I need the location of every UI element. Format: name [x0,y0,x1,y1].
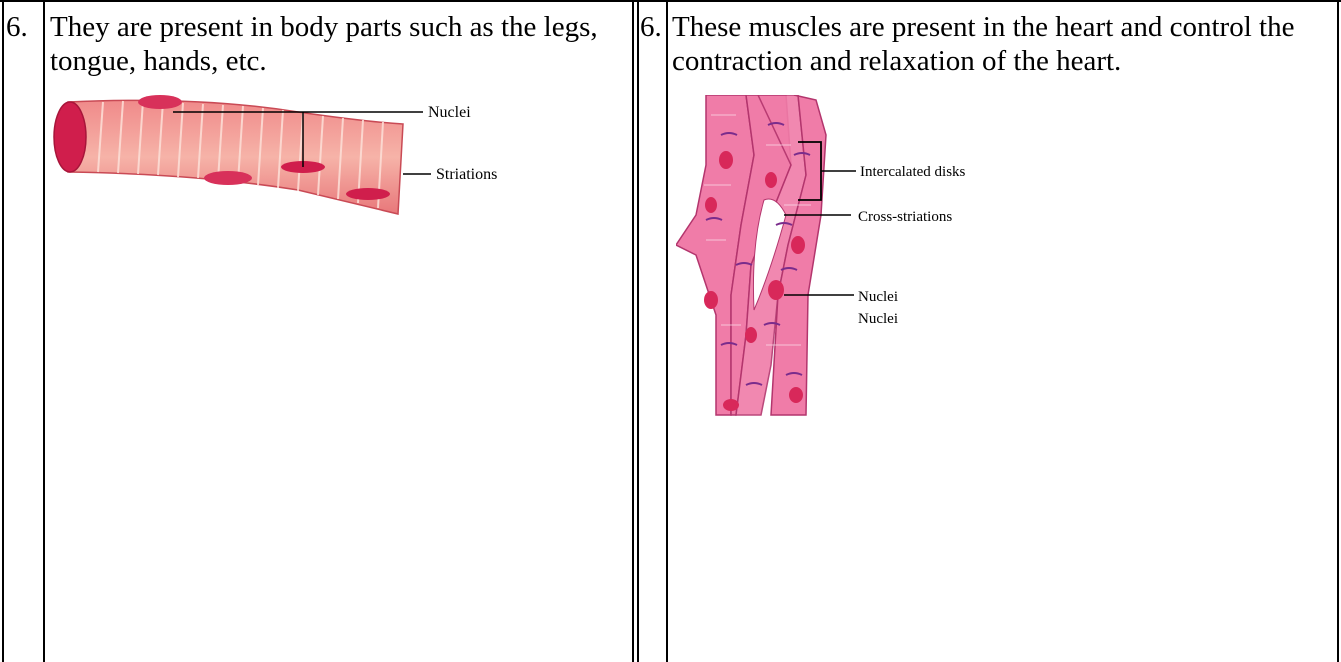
table-left-border [2,0,4,662]
skeletal-muscle-description: They are present in body parts such as t… [50,10,625,78]
row-number-left: 6. [6,10,28,44]
row-number-right: 6. [640,10,662,44]
nuclei-label-1: Nuclei [858,289,898,305]
number-column-divider-left [43,0,45,662]
cardiac-muscle-description: These muscles are present in the heart a… [672,10,1334,78]
column-divider-double [637,0,639,662]
nuclei-label-2: Nuclei [858,311,898,327]
table-right-border [1337,0,1339,662]
intercalated-disks-label: Intercalated disks [860,164,966,180]
table-top-border [0,0,1341,2]
number-column-divider-right [666,0,668,662]
cardiac-muscle-diagram: Intercalated disks Cross-striations Nucl… [676,95,1036,420]
column-divider [632,0,634,662]
skeletal-muscle-diagram: Nuclei Striations [48,92,548,232]
cross-striations-label: Cross-striations [858,209,952,225]
nuclei-label: Nuclei [428,104,471,121]
striations-label: Striations [436,166,497,183]
